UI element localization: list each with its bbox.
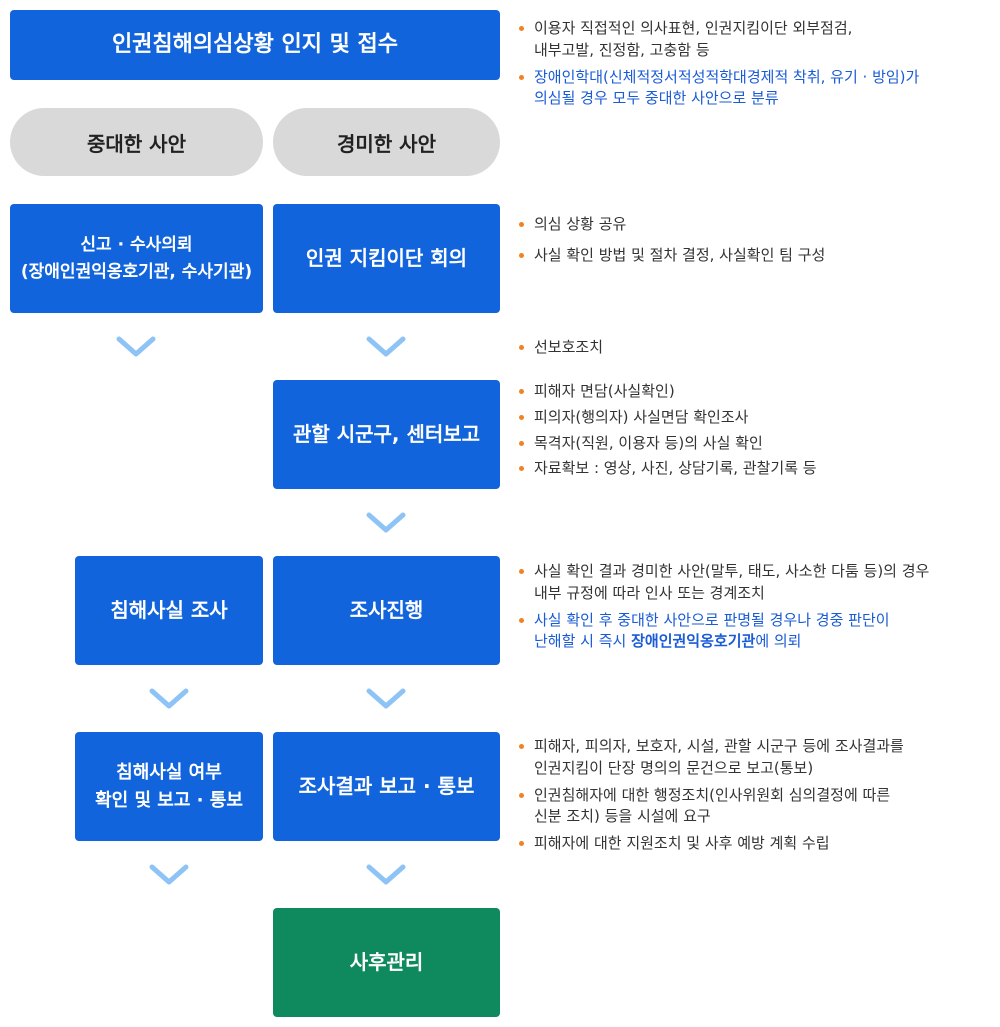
serious-case-pill: 중대한 사안 [10,108,263,176]
aftercare-box: 사후관리 [273,908,500,1017]
notes-protection: 선보호조치 [517,337,987,364]
infringement-confirm-box: 침해사실 여부 확인 및 보고 · 통보 [75,732,263,841]
recognition-box: 인권침해의심상황 인지 및 접수 [10,10,500,80]
guardian-meeting-label: 인권 지킴이단 회의 [305,246,468,270]
chevron-down-icon [116,336,156,357]
chevron-down-icon [366,512,406,533]
recognition-box-label: 인권침해의심상황 인지 및 접수 [111,31,399,57]
confirm-line1: 침해사실 여부 [116,761,222,783]
note-item-highlight: 사실 확인 후 중대한 사안으로 판명될 경우나 경중 판단이 난해할 시 즉시… [517,610,992,654]
notes-recognition: 이용자 직접적인 의사표현, 인권지킴이단 외부점검, 내부고발, 진정함, 고… [517,18,987,115]
report-line2: (장애인권익옹호기관, 수사기관) [20,261,253,282]
chevron-down-icon [149,864,189,885]
infringement-investigation-label: 침해사실 조사 [110,598,228,622]
district-report-label: 관할 시군구, 센터보고 [292,422,481,446]
note-item-highlight: 장애인학대(신체적정서적성적학대경제적 착취, 유기 · 방임)가 의심될 경우… [517,67,987,111]
note-item: 피해자 면담(사실확인) [517,381,987,403]
report-investigation-box: 신고 · 수사의뢰 (장애인권익옹호기관, 수사기관) [10,204,263,313]
note-item: 목격자(직원, 이용자 등)의 사실 확인 [517,433,987,455]
serious-case-label: 중대한 사안 [87,131,186,156]
minor-case-pill: 경미한 사안 [273,108,500,176]
result-report-box: 조사결과 보고 · 통보 [273,732,500,841]
note-item: 사실 확인 결과 경미한 사안(말투, 태도, 사소한 다툼 등)의 경우 내부… [517,561,992,605]
district-report-box: 관할 시군구, 센터보고 [273,380,500,489]
note-item: 인권침해자에 대한 행정조치(인사위원회 심의결정에 따른 신분 조치) 등을 … [517,785,992,829]
chevron-down-icon [366,336,406,357]
confirm-line2: 확인 및 보고 · 통보 [95,789,243,811]
note-item: 의심 상황 공유 [517,214,987,236]
note-item: 피의자(행의자) 사실면담 확인조사 [517,407,987,429]
note-item: 사실 확인 방법 및 절차 결정, 사실확인 팀 구성 [517,245,987,267]
chevron-down-icon [366,688,406,709]
notes-proceeding: 사실 확인 결과 경미한 사안(말투, 태도, 사소한 다툼 등)의 경우 내부… [517,561,992,658]
note-item: 피해자, 피의자, 보호자, 시설, 관할 시군구 등에 조사결과를 인권지킴이… [517,736,992,780]
notes-district-report: 피해자 면담(사실확인) 피의자(행의자) 사실면담 확인조사 목격자(직원, … [517,381,987,485]
guardian-meeting-box: 인권 지킴이단 회의 [273,204,500,313]
investigation-proceeding-label: 조사진행 [349,598,424,622]
investigation-proceeding-box: 조사진행 [273,556,500,665]
result-report-label: 조사결과 보고 · 통보 [298,774,475,798]
infringement-investigation-box: 침해사실 조사 [75,556,263,665]
aftercare-label: 사후관리 [349,950,424,974]
chevron-down-icon [149,688,189,709]
minor-case-label: 경미한 사안 [337,131,436,156]
note-item: 이용자 직접적인 의사표현, 인권지킴이단 외부점검, 내부고발, 진정함, 고… [517,18,987,62]
note-item: 자료확보 : 영상, 사진, 상담기록, 관찰기록 등 [517,458,987,480]
chevron-down-icon [366,864,406,885]
note-item: 피해자에 대한 지원조치 및 사후 예방 계획 수립 [517,833,992,855]
notes-result-report: 피해자, 피의자, 보호자, 시설, 관할 시군구 등에 조사결과를 인권지킴이… [517,736,992,860]
note-item: 선보호조치 [517,337,987,359]
notes-meeting: 의심 상황 공유 사실 확인 방법 및 절차 결정, 사실확인 팀 구성 [517,214,987,272]
report-line1: 신고 · 수사의뢰 [80,235,193,256]
